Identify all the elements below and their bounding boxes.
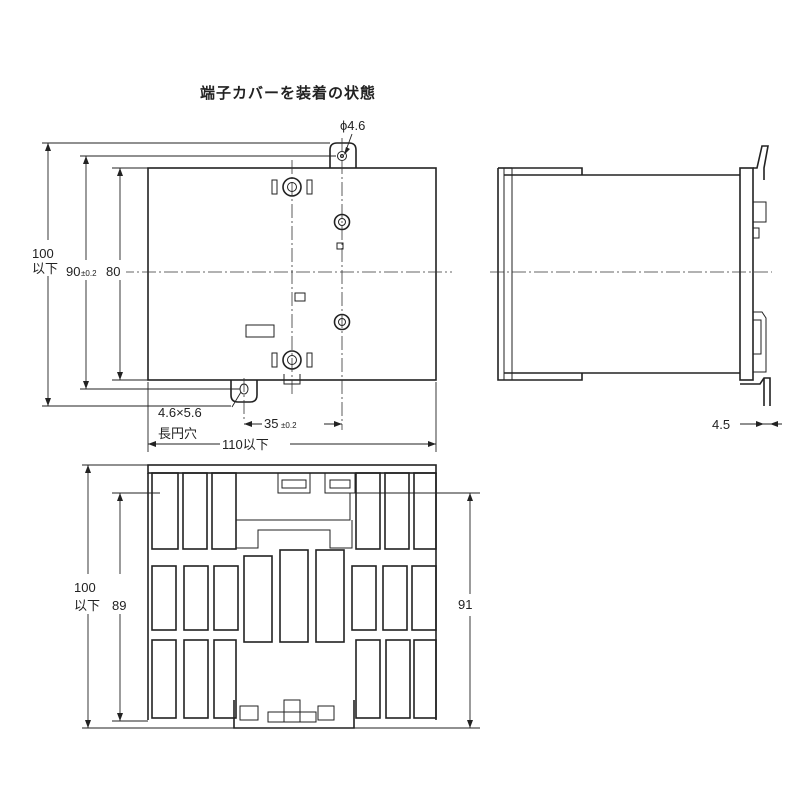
side-view: 4.5 [490, 145, 782, 432]
heatsink-fin-middle [411, 565, 437, 631]
heatsink-fin-middle [243, 555, 273, 643]
bottom-view [147, 464, 437, 729]
heatsink-fin-upper [384, 472, 410, 550]
heatsink-fin-upper [355, 472, 381, 550]
heatsink-fin-upper [182, 472, 208, 550]
dim-height-100: 100 [32, 246, 54, 261]
bottom-view-dimensions: 100 以下 89 91 [70, 464, 480, 729]
dim-height-90: 90 [66, 264, 80, 279]
dim-pitch-35-tol: ±0.2 [281, 421, 297, 430]
heatsink-fin-middle [213, 565, 239, 631]
dim-slot-size: 4.6×5.6 [158, 405, 202, 420]
heatsink-fin-lower [385, 639, 411, 719]
dim-bottom-height-100-note: 以下 [74, 598, 100, 613]
drawing-title: 端子カバーを装着の状態 [200, 84, 376, 102]
heatsink-fin-middle [315, 549, 345, 643]
heatsink-fin-lower [355, 639, 381, 719]
dim-height-90-tol: ±0.2 [81, 269, 97, 278]
dim-depth-4-5: 4.5 [712, 417, 730, 432]
dim-hole-diameter: ϕ4.6 [340, 118, 365, 133]
dim-height-100-note: 以下 [32, 261, 58, 276]
heatsink-fin-upper [413, 472, 437, 550]
heatsink-fin-middle [279, 549, 309, 643]
heatsink-fin-middle [183, 565, 209, 631]
front-view-dimensions: 100 以下 90 ±0.2 80 ϕ4.6 4.6×5.6 長円穴 35 ±0… [30, 118, 437, 452]
dim-width-110: 110以下 [222, 437, 269, 452]
dim-bottom-height-100: 100 [74, 580, 96, 595]
heatsink-fin-middle [382, 565, 408, 631]
heatsink-fin-middle [351, 565, 377, 631]
heatsink-fin-middle [151, 565, 177, 631]
heatsink-fin-upper [211, 472, 237, 550]
heatsink-fin-lower [151, 639, 177, 719]
heatsink-fin-lower [213, 639, 237, 719]
heatsink-fin-lower [183, 639, 209, 719]
dim-slot-name: 長円穴 [158, 426, 197, 441]
heatsink-fin-lower [413, 639, 437, 719]
dim-height-80: 80 [106, 264, 120, 279]
dim-bottom-91: 91 [458, 597, 472, 612]
dim-pitch-35: 35 [264, 416, 278, 431]
front-view [120, 138, 452, 430]
dim-bottom-89: 89 [112, 598, 126, 613]
heatsink-fin-upper [151, 472, 179, 550]
